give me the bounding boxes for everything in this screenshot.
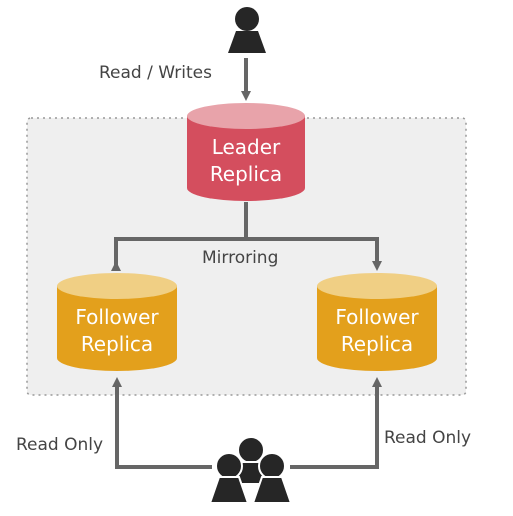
follower-left-label-line1: Follower <box>75 305 159 329</box>
follower-replica-left-db: Follower Replica <box>57 273 177 371</box>
person-icon <box>228 7 266 53</box>
leader-replica-label-line1: Leader <box>212 135 281 159</box>
follower-left-label-line2: Replica <box>81 332 153 356</box>
people-group-icon <box>208 436 293 504</box>
follower-replica-right-db: Follower Replica <box>317 273 437 371</box>
leader-replica-label-line2: Replica <box>210 162 282 186</box>
read-only-left-label: Read Only <box>16 435 103 455</box>
mirroring-label: Mirroring <box>202 248 278 268</box>
read-only-right-line <box>290 377 382 469</box>
follower-right-label-line1: Follower <box>335 305 419 329</box>
mirroring-branch <box>111 237 382 271</box>
read-writes-label: Read / Writes <box>99 63 212 83</box>
read-only-left-line <box>112 377 212 469</box>
read-only-right-label: Read Only <box>384 428 471 448</box>
follower-right-label-line2: Replica <box>341 332 413 356</box>
leader-replica-db: Leader Replica <box>187 103 305 201</box>
connectors <box>111 58 382 469</box>
